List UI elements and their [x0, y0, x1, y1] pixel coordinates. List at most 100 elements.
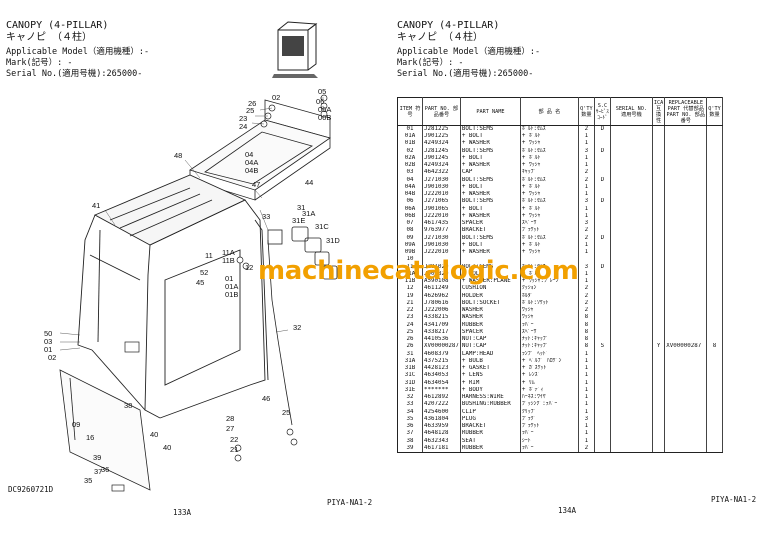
- cell-ica: [652, 314, 666, 322]
- cell-repl-part-no: [664, 263, 708, 271]
- cell-item: 01A: [397, 133, 423, 141]
- callout-32: 32: [293, 323, 301, 332]
- cell-repl-part-no: [664, 133, 708, 141]
- cell-ica: [652, 386, 666, 395]
- callout-02-left: 02: [48, 353, 56, 362]
- callout-23: 23: [239, 114, 247, 123]
- cell-repl-part-no: [664, 328, 708, 337]
- cell-part-no: 9763977: [422, 227, 461, 235]
- cell-repl-qty: [706, 133, 723, 141]
- callout-31: 31: [297, 203, 305, 212]
- cell-repl-part-no: [664, 336, 708, 344]
- cell-part-name: + BOLT: [460, 205, 521, 213]
- callout-01a: 01A: [225, 282, 238, 291]
- callout-40: 40: [150, 430, 158, 439]
- cell-qty: 1: [578, 212, 595, 221]
- cell-item: 25: [397, 328, 423, 337]
- cell-repl-qty: [706, 140, 723, 148]
- cell-ica: [652, 365, 666, 373]
- cell-qty: 1: [578, 241, 595, 250]
- cell-item: 22: [397, 307, 423, 315]
- cell-serial: [610, 212, 653, 221]
- cell-ica: [652, 299, 666, 308]
- left-title-jp: キャノピ （４柱）: [6, 32, 93, 43]
- cell-item: 31: [397, 350, 423, 358]
- cell-part-name: + BOLT: [460, 183, 521, 192]
- cell-serial: [610, 205, 653, 213]
- cell-part-name: RUBBER: [460, 444, 521, 454]
- cell-item: 39: [397, 444, 423, 454]
- cell-jp-name: ﾌﾞｯｼﾝｸﾞ:ﾗﾊﾞｰ: [520, 401, 579, 409]
- cell-repl-qty: [706, 234, 723, 242]
- cell-ica: [652, 321, 666, 329]
- cell-part-no: 4249324: [422, 140, 461, 148]
- cell-qty: 2: [578, 176, 595, 184]
- right-applicable-model: Applicable Model（適用機種）:-: [397, 47, 541, 57]
- cell-item: 01: [397, 125, 423, 134]
- cell-sc: [594, 154, 611, 163]
- callout-31d: 31D: [326, 236, 340, 245]
- callout-01b: 01B: [225, 290, 238, 299]
- cell-part-no: 4254600: [422, 408, 461, 416]
- cell-sc: [594, 415, 611, 424]
- cell-item: 01B: [397, 140, 423, 148]
- cell-jp-name: ﾎﾞﾙﾄ:ｿｹｯﾄ: [520, 299, 579, 308]
- cell-sc: [594, 365, 611, 373]
- cell-repl-part-no: [664, 227, 708, 235]
- cell-repl-qty: [706, 372, 723, 380]
- cell-sc: [594, 292, 611, 300]
- callout-04b: 04B: [245, 166, 258, 175]
- callout-39: 39: [93, 453, 101, 462]
- header-part-name: PART NAME: [460, 97, 521, 126]
- cell-item: 38: [397, 437, 423, 445]
- cell-sc: [594, 162, 611, 170]
- cell-item: 04A: [397, 183, 423, 192]
- callout-09: 09: [72, 420, 80, 429]
- callout-48: 48: [174, 151, 182, 160]
- cell-sc: [594, 350, 611, 358]
- cell-repl-qty: [706, 205, 723, 213]
- cell-repl-part-no: [664, 162, 708, 170]
- cell-repl-qty: [706, 430, 723, 438]
- cell-repl-qty: [706, 198, 723, 206]
- canopy-frame-shape: [77, 174, 269, 419]
- cell-serial: [610, 299, 653, 308]
- cell-jp-name: ｼｰﾄ: [520, 437, 579, 445]
- cell-part-name: NUT:CAP: [460, 336, 521, 344]
- cell-repl-qty: [706, 444, 723, 454]
- cell-repl-part-no: [664, 386, 708, 395]
- cell-part-no: J222010: [422, 191, 461, 199]
- cell-serial: [610, 328, 653, 337]
- cell-part-name: CAP: [460, 169, 521, 177]
- cell-part-no: 4338217: [422, 328, 461, 337]
- cell-part-no: [422, 256, 461, 264]
- cell-repl-part-no: [664, 220, 708, 228]
- cell-ica: [652, 292, 666, 300]
- cell-serial: [610, 285, 653, 293]
- cell-part-no: J281020: [422, 263, 461, 271]
- cell-part-name: BRACKET: [460, 227, 521, 235]
- header-qty: Q'TY 数量: [578, 97, 595, 126]
- cell-part-name: WASHER: [460, 314, 521, 322]
- callout-31c: 31C: [315, 222, 329, 231]
- cell-part-name: BOLT:SEMS: [460, 125, 521, 134]
- cell-sc: [594, 220, 611, 228]
- cell-repl-qty: [706, 270, 723, 279]
- callout-03: 03: [44, 337, 52, 346]
- cell-sc: [594, 401, 611, 409]
- cell-qty: 1: [578, 386, 595, 395]
- cell-repl-part-no: [664, 415, 708, 424]
- callout-37: 37: [94, 467, 102, 476]
- cell-item: 06A: [397, 205, 423, 213]
- cell-sc: [594, 379, 611, 387]
- cell-repl-qty: [706, 125, 723, 134]
- cell-qty: [578, 256, 595, 264]
- cell-qty: 8: [578, 336, 595, 344]
- cell-serial: [610, 241, 653, 250]
- cell-repl-part-no: [664, 198, 708, 206]
- callout-47: 47: [252, 180, 260, 189]
